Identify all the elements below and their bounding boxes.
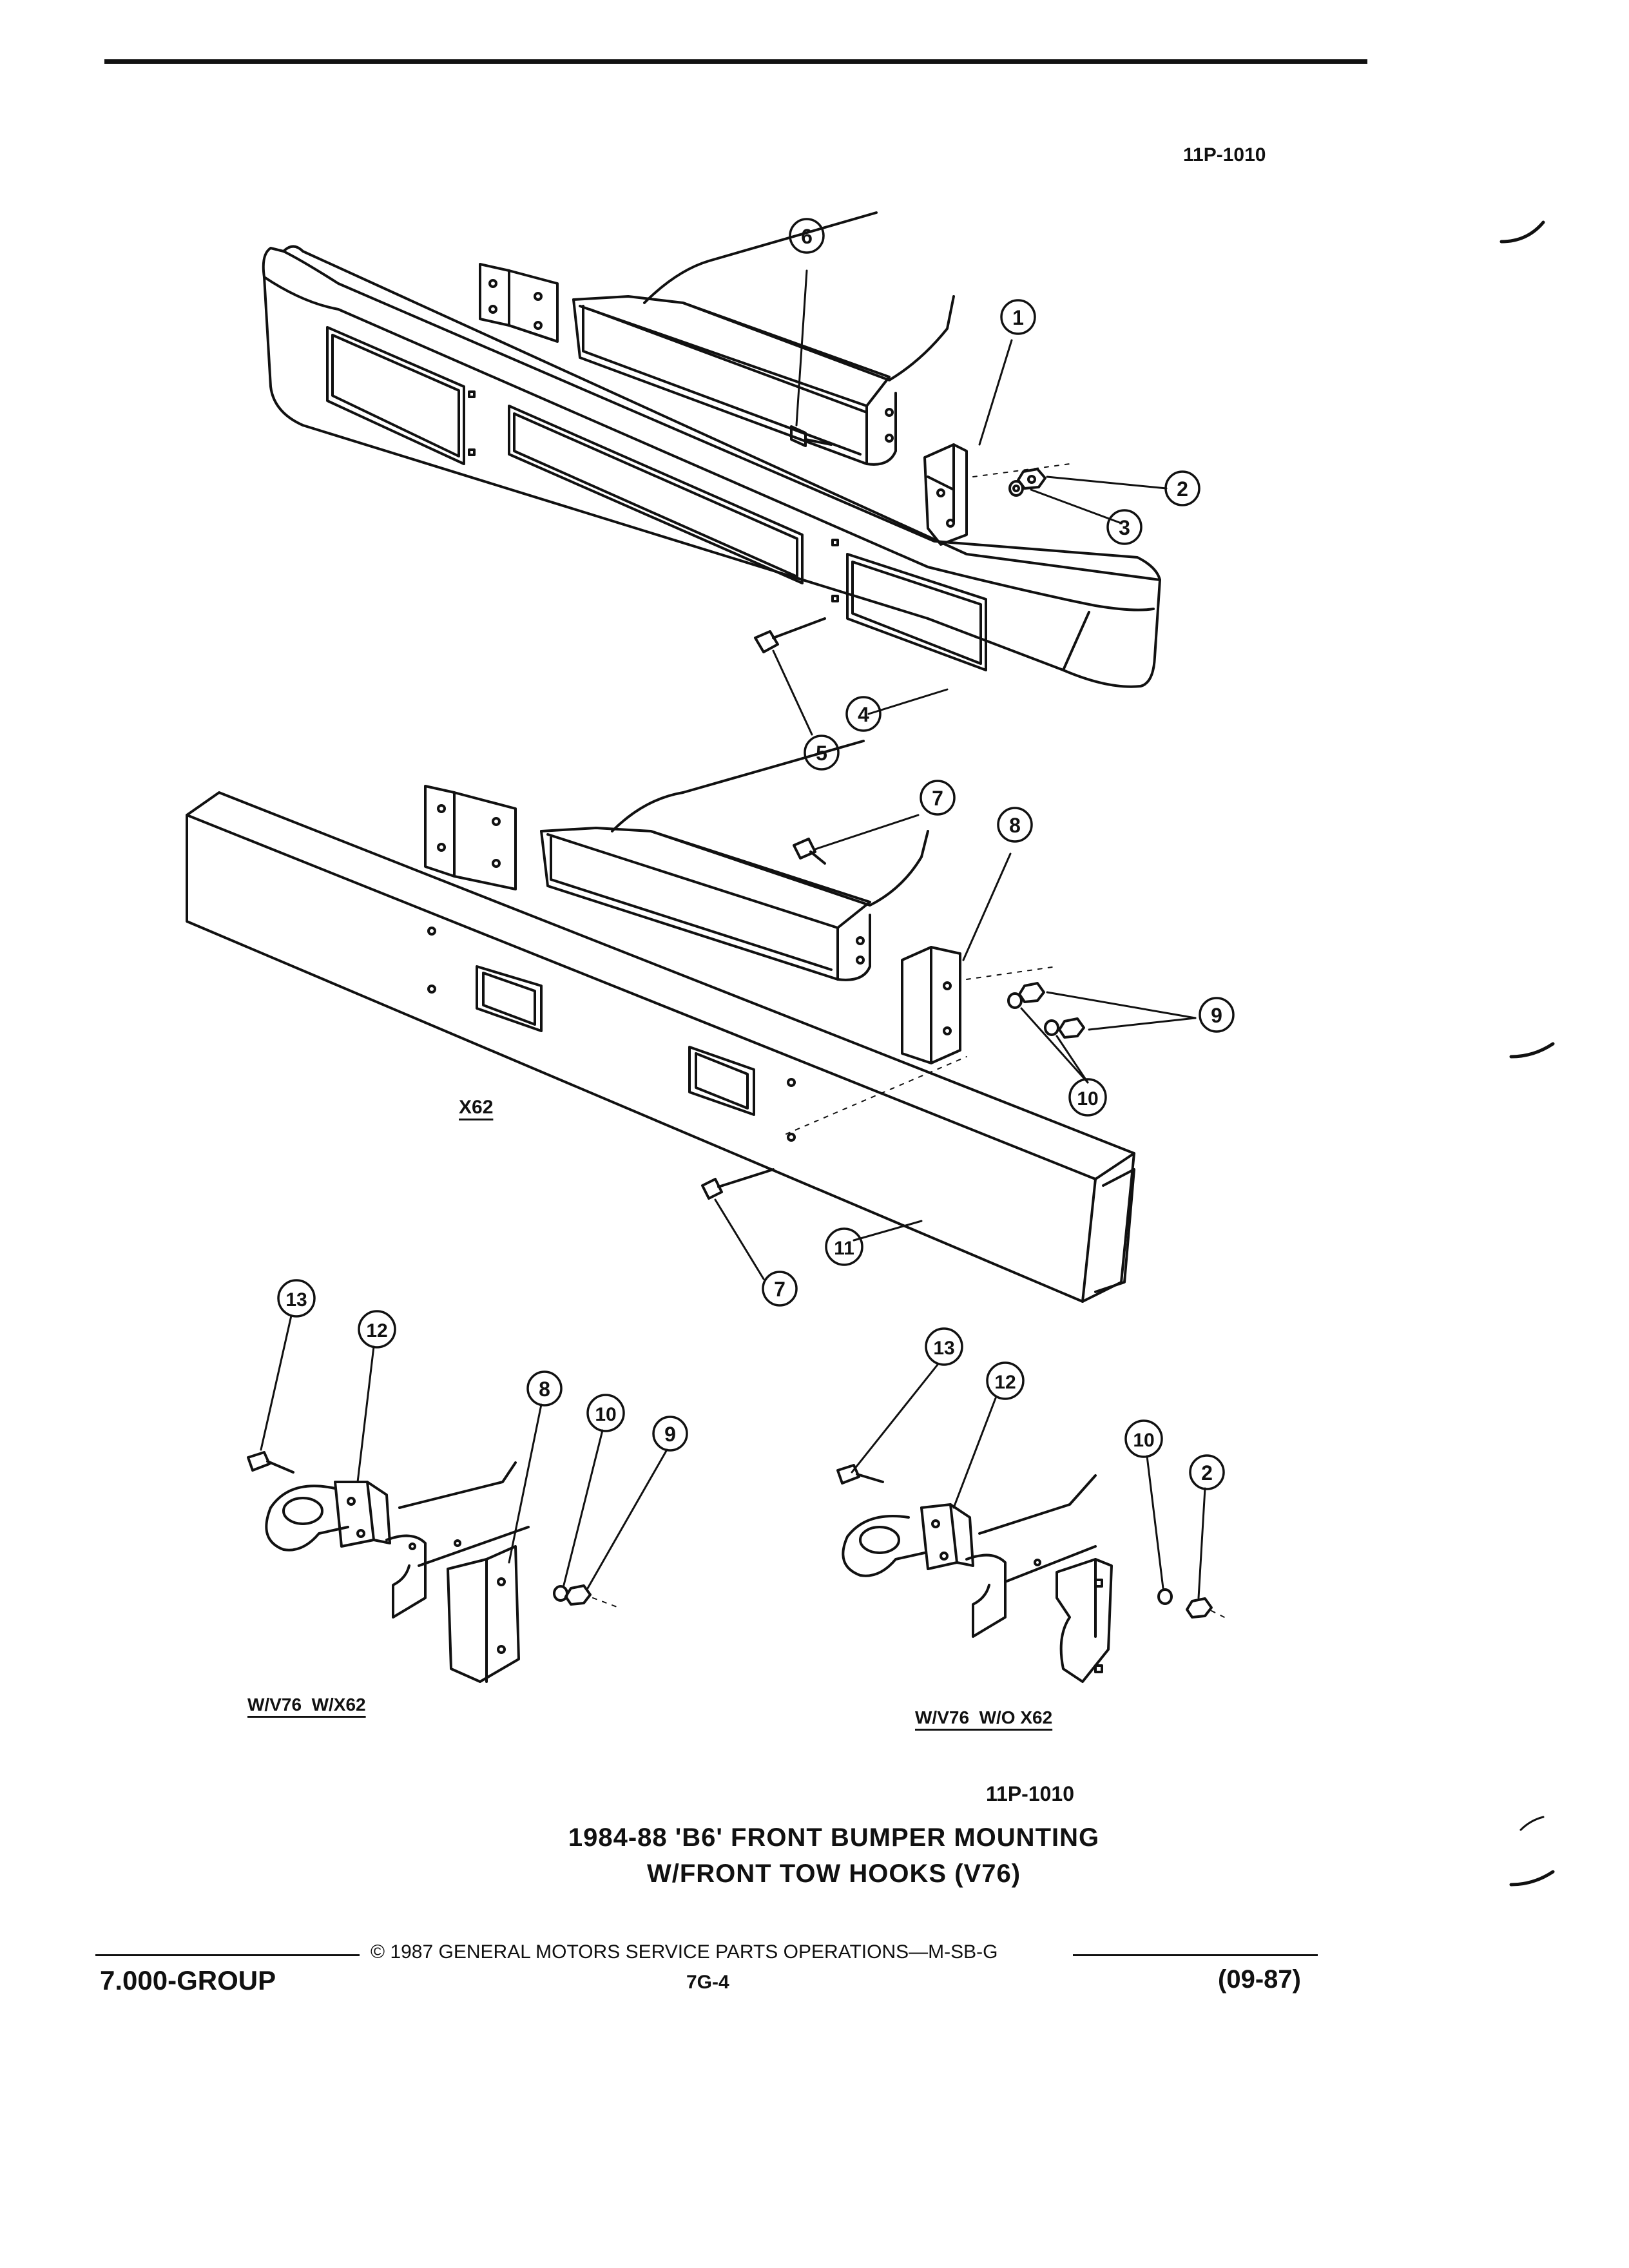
callout-label: 5 — [816, 742, 827, 765]
page-number: 7G-4 — [686, 1972, 729, 1993]
callout-label: 7 — [774, 1278, 786, 1301]
figure-caption-line1: 1984-88 'B6' FRONT BUMPER MOUNTING — [568, 1823, 1100, 1852]
tow-bracket-8 — [447, 1539, 520, 1683]
tow-nut-2b — [1186, 1597, 1213, 1619]
tow-washer-10a — [553, 1585, 568, 1602]
stud-bolt-6 — [790, 425, 833, 447]
tow-frame-rail-a — [385, 1461, 530, 1619]
tow-hook-13-12-b — [836, 1464, 974, 1577]
callout-label: 8 — [1009, 814, 1021, 837]
figure-code: 11P-1010 — [986, 1782, 1075, 1805]
front-bumper-bar — [262, 245, 1161, 688]
callout-circle: 7 — [920, 780, 956, 816]
label-without-x62: W/V76 W/O X62 — [915, 1707, 1053, 1727]
tow-hook-with-x62-view — [247, 1314, 668, 1683]
header-code: 11P-1010 — [1183, 144, 1266, 166]
copyright-line: © 1987 GENERAL MOTORS SERVICE PARTS OPER… — [371, 1941, 998, 1963]
scan-margin-marks — [1499, 220, 1555, 1887]
callout-label: 8 — [539, 1378, 550, 1401]
revision-date: (09-87) — [1218, 1965, 1301, 1994]
footer-rule-left — [95, 1954, 360, 1956]
callout-circle: 6 — [789, 218, 825, 254]
callout-circle: 9 — [652, 1416, 688, 1452]
callout-label: 13 — [285, 1289, 307, 1311]
callout-label: 1 — [1012, 306, 1024, 329]
left-mounting-bracket — [479, 263, 559, 343]
callout-circle: 13 — [277, 1279, 316, 1318]
callout-label: 10 — [595, 1404, 616, 1425]
callout-label: 3 — [1119, 516, 1130, 539]
callout-circle: 4 — [845, 696, 882, 732]
callout-circle: 10 — [586, 1394, 625, 1432]
callout-circle: 5 — [804, 735, 840, 771]
callout-label: 2 — [1201, 1461, 1213, 1485]
tow-nut-9a — [564, 1584, 592, 1606]
bolt-5 — [754, 617, 826, 653]
callout-label: 4 — [858, 703, 869, 726]
x62-bumper-bar — [186, 791, 1135, 1303]
callout-label: 10 — [1133, 1430, 1154, 1451]
callout-circle: 7 — [762, 1271, 798, 1307]
x62-bumper-view — [186, 740, 1197, 1303]
callout-circle: 2 — [1189, 1454, 1225, 1490]
callouts: 6 1 2 3 4 5 7 8 9 10 11 7 13 12 8 10 9 1… — [277, 218, 1235, 1490]
tow-hook-without-x62-view — [836, 1363, 1225, 1683]
callout-circle: 11 — [825, 1227, 863, 1266]
tow-frame-rail-b — [965, 1474, 1097, 1638]
top-rule — [104, 59, 1367, 64]
main-bumper-view — [262, 211, 1168, 736]
x62-left-bracket — [424, 785, 517, 890]
tow-hook-13-12 — [247, 1451, 391, 1552]
tow-washer-10b — [1157, 1588, 1173, 1605]
x62-nuts-9 — [1018, 982, 1085, 1039]
callout-label: 13 — [933, 1338, 954, 1359]
group-number: 7.000-GROUP — [100, 1965, 276, 1995]
tow-bracket-b — [1055, 1558, 1113, 1683]
figure-caption-line2: W/FRONT TOW HOOKS (V76) — [646, 1860, 1021, 1888]
callout-label: 12 — [994, 1372, 1016, 1393]
callout-circle: 13 — [925, 1327, 963, 1366]
right-mounting-bracket — [923, 443, 968, 546]
callout-circle: 10 — [1068, 1078, 1107, 1117]
callout-label: 7 — [932, 787, 943, 810]
callout-label: 10 — [1077, 1088, 1098, 1110]
x62-frame-rail — [540, 740, 929, 981]
callout-circle: 1 — [1000, 299, 1036, 335]
frame-rail — [572, 211, 955, 466]
callout-circle: 12 — [358, 1310, 396, 1349]
label-with-x62: W/V76 W/X62 — [247, 1695, 366, 1715]
callout-label: 9 — [664, 1423, 676, 1446]
callout-circle: 8 — [997, 807, 1033, 843]
callout-circle: 8 — [526, 1370, 563, 1407]
callout-label: 12 — [366, 1320, 387, 1341]
x62-right-bracket — [901, 946, 961, 1064]
callout-circle: 3 — [1106, 509, 1142, 545]
x62-bolt-7-upper — [793, 838, 826, 865]
callout-label: 2 — [1177, 477, 1188, 501]
callout-label: 6 — [801, 225, 813, 248]
callout-circle: 12 — [986, 1361, 1025, 1400]
callout-circle: 10 — [1124, 1419, 1163, 1458]
callout-circle: 9 — [1199, 997, 1235, 1033]
x62-washers-10 — [1007, 992, 1059, 1036]
x62-bolt-7-lower — [701, 1168, 775, 1200]
callout-label: 9 — [1211, 1004, 1222, 1027]
nut-2 — [1017, 468, 1046, 490]
callout-circle: 2 — [1164, 470, 1200, 506]
callout-label: 11 — [834, 1238, 854, 1259]
footer-rule-right — [1073, 1954, 1318, 1956]
label-x62: X62 — [459, 1097, 494, 1118]
washer-3 — [1008, 480, 1024, 497]
